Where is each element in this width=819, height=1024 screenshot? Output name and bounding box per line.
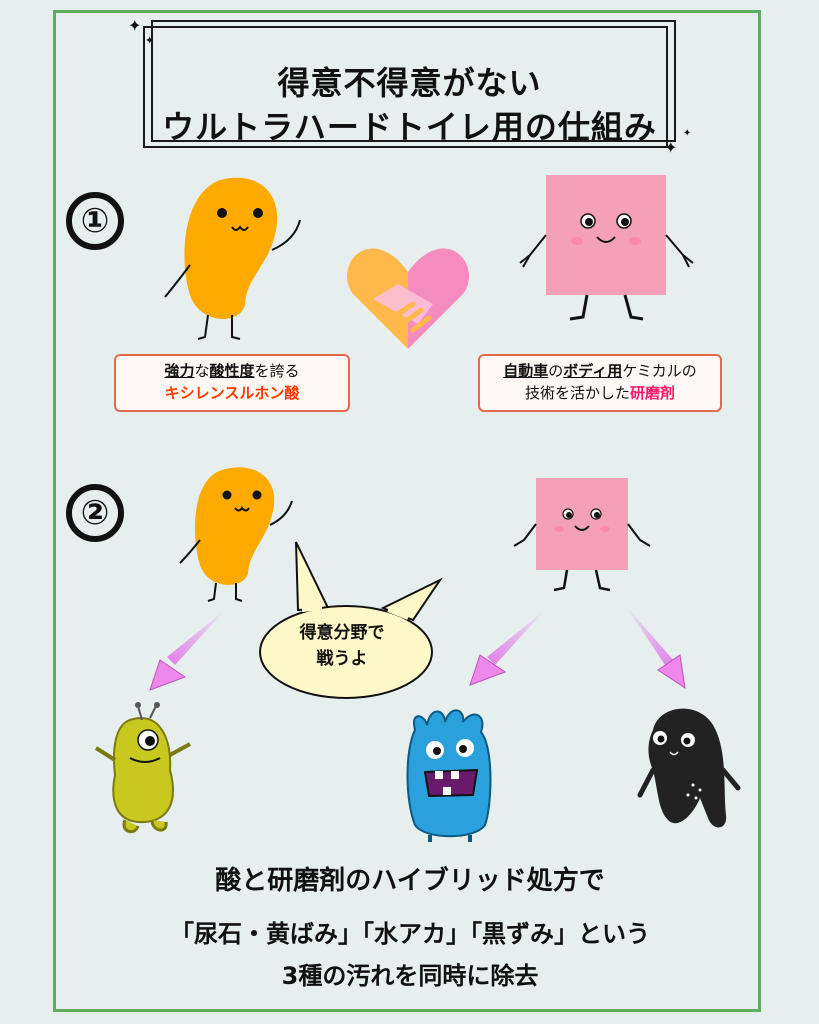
attack-arrow-icon	[149, 610, 225, 691]
abrasive-character-icon	[519, 175, 694, 321]
caption-word-car: 自動車	[503, 362, 549, 380]
title-border-back	[143, 26, 668, 148]
bubble-line-2: 戦うよ	[316, 649, 368, 669]
title-line-1: 得意不得意がない	[277, 64, 542, 102]
attack-arrow-icon	[625, 605, 686, 690]
abrasive-name: 研磨剤	[630, 384, 676, 402]
caption-particle: の	[548, 362, 564, 380]
caption-suffix: ケミカルの	[622, 362, 697, 380]
title-border-front	[151, 20, 676, 142]
sparkle-icon: ✦	[128, 16, 142, 35]
water-scale-monster-icon	[406, 709, 492, 842]
outer-frame	[53, 10, 761, 1012]
title-line-2: ウルトラハードトイレ用の仕組み	[162, 108, 657, 146]
caption-word-body: ボディ用	[563, 362, 623, 380]
black-mold-monster-icon	[637, 708, 741, 828]
caption-word-strong: 強力	[164, 362, 195, 380]
caption-suffix: を誇る	[254, 362, 300, 380]
urine-stone-monster-icon	[94, 702, 191, 834]
acid-name: キシレンスルホン酸	[164, 384, 300, 402]
bubble-line-1: 得意分野で	[299, 623, 385, 643]
handshake-heart-icon	[347, 248, 469, 349]
summary-line-3: 3種の汚れを同時に除去	[281, 962, 539, 990]
title-box: 得意不得意がない ウルトラハードトイレ用の仕組み	[143, 20, 676, 150]
step-2-number: ②	[66, 484, 124, 542]
caption-technique: 技術を活かした	[524, 384, 630, 402]
step-1-number: ①	[66, 192, 124, 250]
speech-bubble	[259, 541, 443, 699]
acid-character-icon	[164, 177, 301, 340]
abrasive-caption: 自動車のボディ用ケミカルの 技術を活かした研磨剤	[478, 354, 722, 412]
summary-line-1: 酸と研磨剤のハイブリッド処方で	[215, 866, 605, 896]
acid-caption: 強力な酸性度を誇る キシレンスルホン酸	[114, 354, 350, 412]
sparkle-icon: ✦	[145, 34, 155, 47]
sparkle-icon: ✦	[664, 138, 678, 157]
acid-character-icon	[179, 467, 293, 602]
caption-word-acidity: 酸性度	[209, 362, 255, 380]
attack-arrow-icon	[469, 610, 545, 686]
summary-line-2: 「尿石・黄ばみ」「水アカ」「黒ずみ」という	[170, 920, 650, 948]
abrasive-character-icon	[513, 478, 651, 592]
speech-bubble-text: 得意分野で 戦うよ	[272, 620, 412, 672]
caption-particle: な	[194, 362, 210, 380]
sparkle-icon: ✦	[683, 128, 692, 139]
